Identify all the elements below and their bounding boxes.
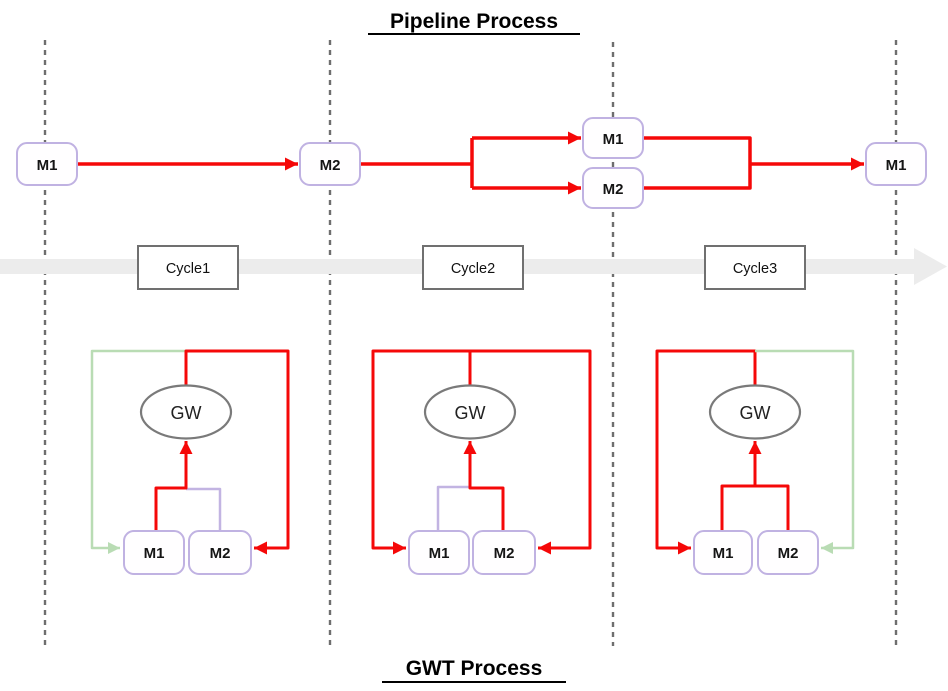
pipeline-flow: M1 M2 M1 M2 M1 xyxy=(16,117,927,209)
gwt2-red-loop-left-arrow xyxy=(371,349,472,555)
gwt2-m1-node xyxy=(408,530,470,575)
cycle2-box xyxy=(422,245,524,290)
gwt1-m2-label: M2 xyxy=(210,545,231,562)
gwt1-m2-uplink xyxy=(186,487,222,531)
gwt-cycle-3: GW M1 M2 xyxy=(655,349,855,575)
gwt3-merge-bracket xyxy=(720,484,790,531)
cycle1-box xyxy=(137,245,239,290)
gwt1-m2-node xyxy=(188,530,252,575)
gwt3-m1-node xyxy=(693,530,753,575)
pipeline-node-m1-parallel xyxy=(582,117,644,159)
gwt2-m2-label: M2 xyxy=(494,545,515,562)
pipeline-node-m2-parallel xyxy=(582,167,644,209)
gwt1-m1-node xyxy=(123,530,185,575)
pipeline-node-m2-label: M2 xyxy=(320,157,341,174)
pipeline-node-m2 xyxy=(299,142,361,186)
gwt2-m1-label: M1 xyxy=(429,545,450,562)
gwt1-green-feedback-arrow xyxy=(90,349,186,554)
gwt3-green-feedback-arrow xyxy=(755,349,855,554)
gwt3-m1-label: M1 xyxy=(713,545,734,562)
cycle2-label: Cycle2 xyxy=(451,261,495,277)
gwt1-m1-to-gw-arrow xyxy=(154,441,193,531)
gwt2-m1-uplink xyxy=(436,485,470,531)
gwt2-m2-node xyxy=(472,530,536,575)
gwt3-m2-label: M2 xyxy=(778,545,799,562)
gwt1-red-loop-arrow xyxy=(184,349,290,555)
gwt-cycle-2: GW M1 M2 xyxy=(371,349,592,575)
pipeline-node-m1-end xyxy=(865,142,927,186)
gwt1-gateway-ellipse xyxy=(139,384,233,440)
gwt1-gateway-label: GW xyxy=(171,403,202,423)
gwt-cycle-1: GW M1 M2 xyxy=(90,349,290,575)
gwt3-gateway-ellipse xyxy=(708,384,802,440)
gwt-title: GWT Process xyxy=(406,657,543,680)
gwt2-gateway-label: GW xyxy=(455,403,486,423)
gwt2-gateway-ellipse xyxy=(423,384,517,440)
pipeline-title: Pipeline Process xyxy=(390,10,558,33)
gwt3-m2-node xyxy=(757,530,819,575)
gwt2-m2-to-gw-arrow xyxy=(463,441,505,531)
gwt2-red-loop-right-arrow xyxy=(470,349,592,555)
pipeline-node-m2-parallel-label: M2 xyxy=(603,181,624,198)
pipeline-node-m1-start xyxy=(16,142,78,186)
timeline-cycles: Cycle1 Cycle2 Cycle3 xyxy=(137,245,806,290)
cycle3-box xyxy=(704,245,806,290)
gwt3-gateway-label: GW xyxy=(740,403,771,423)
timeline-band-arrowhead-icon xyxy=(914,248,947,285)
pipeline-node-m1-parallel-label: M1 xyxy=(603,131,624,148)
gwt1-m1-label: M1 xyxy=(144,545,165,562)
gwt3-red-loop-left-arrow xyxy=(655,349,757,555)
cycle1-label: Cycle1 xyxy=(166,261,210,277)
pipeline-node-m1-end-label: M1 xyxy=(886,157,907,174)
cycle3-label: Cycle3 xyxy=(733,261,777,277)
flow-merge-bar xyxy=(643,136,752,190)
pipeline-node-m1-start-label: M1 xyxy=(37,157,58,174)
